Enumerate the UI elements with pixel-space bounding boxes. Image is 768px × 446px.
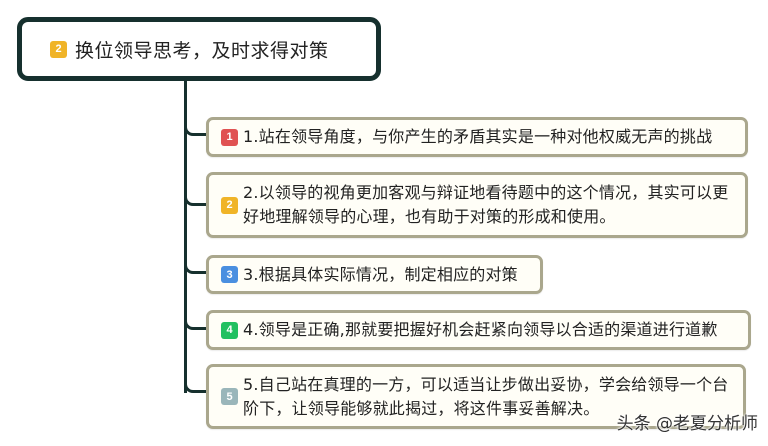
subtopic-text-1: 1.站在领导角度，与你产生的矛盾其实是一种对他权威无声的挑战 [243, 127, 713, 146]
priority-4-badge-icon: 4 [221, 321, 238, 339]
subtopic-node-2[interactable]: 2 2.以领导的视角更加客观与辩证地看待题中的这个情况，其实可以更好地理解领导的… [206, 172, 748, 238]
priority-2-badge-icon: 2 [50, 40, 67, 58]
root-topic-node[interactable]: 2 换位领导思考，及时求得对策 [17, 17, 381, 81]
root-topic-label: 换位领导思考，及时求得对策 [75, 39, 329, 62]
subtopic-text-5: 5.自己站在真理的一方，可以适当让步做出妥协，学会给领导一个台阶下，让领导能够就… [243, 374, 729, 418]
priority-5-badge-icon: 5 [221, 388, 238, 405]
subtopic-text-3: 3.根据具体实际情况，制定相应的对策 [243, 264, 518, 284]
connector-trunk-line [184, 80, 187, 393]
connector-branch-1 [184, 126, 206, 136]
priority-1-badge-icon: 1 [221, 128, 238, 146]
subtopic-node-3[interactable]: 3 3.根据具体实际情况，制定相应的对策 [206, 255, 543, 294]
priority-2-badge-icon: 2 [221, 196, 238, 214]
subtopic-text-2: 2.以领导的视角更加客观与辩证地看待题中的这个情况，其实可以更好地理解领导的心理… [243, 183, 729, 226]
subtopic-text-4: 4.领导是正确,那就要把握好机会赶紧向领导以合适的渠道进行道歉 [243, 320, 718, 339]
connector-branch-2 [184, 196, 206, 206]
connector-branch-5 [184, 383, 206, 393]
priority-3-badge-icon: 3 [221, 266, 238, 283]
connector-branch-3 [184, 264, 206, 274]
subtopic-node-4[interactable]: 4 4.领导是正确,那就要把握好机会赶紧向领导以合适的渠道进行道歉 [206, 310, 751, 350]
subtopic-node-5[interactable]: 5 5.自己站在真理的一方，可以适当让步做出妥协，学会给领导一个台阶下，让领导能… [206, 364, 746, 429]
connector-branch-4 [184, 320, 206, 330]
subtopic-node-1[interactable]: 1 1.站在领导角度，与你产生的矛盾其实是一种对他权威无声的挑战 [206, 117, 748, 157]
watermark-label: 头条 @老夏分析师 [616, 414, 758, 434]
